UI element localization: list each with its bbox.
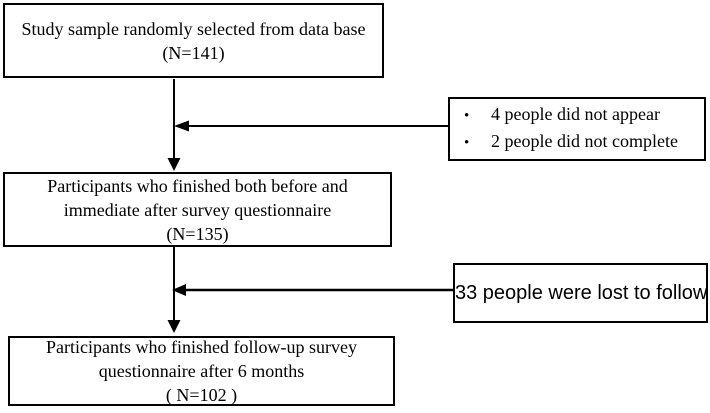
arrow-exclusion1-to-flow	[174, 120, 448, 132]
exclusion-item: • 4 people did not appear	[450, 102, 704, 129]
bullet-icon: •	[464, 108, 470, 124]
box-followup-text-2: questionnaire after 6 months	[98, 361, 305, 381]
box-study-sample: Study sample randomly selected from data…	[3, 3, 384, 78]
arrow-beforeafter-to-followup	[167, 247, 181, 333]
box-followup-text-1: Participants who finished follow-up surv…	[46, 337, 357, 357]
box-before-after-n: (N=135)	[166, 223, 229, 244]
exclusion-item: • 2 people did not complete	[450, 129, 704, 156]
arrow-exclusion2-to-flow	[172, 284, 453, 296]
arrow-study-to-beforeafter	[167, 79, 181, 171]
exclusion-item-text: 4 people did not appear	[491, 104, 660, 124]
box-lost-to-follow: 33 people were lost to follow	[453, 263, 708, 323]
exclusion-item-text: 2 people did not complete	[491, 131, 678, 151]
box-exclusion-no-show: • 4 people did not appear • 2 people did…	[448, 97, 706, 161]
box-study-sample-n: (N=141)	[162, 42, 225, 63]
box-followup-n: ( N=102 )	[165, 385, 238, 405]
box-before-after-text-2: immediate after survey questionnaire	[63, 199, 332, 220]
box-lost-to-follow-text: 33 people were lost to follow	[455, 282, 708, 304]
box-finished-before-after: Participants who finished both before an…	[3, 172, 392, 247]
box-before-after-text-1: Participants who finished both before an…	[47, 175, 348, 196]
box-finished-followup: Participants who finished follow-up surv…	[8, 336, 395, 406]
box-study-sample-text: Study sample randomly selected from data…	[21, 18, 366, 39]
bullet-icon: •	[464, 135, 470, 151]
